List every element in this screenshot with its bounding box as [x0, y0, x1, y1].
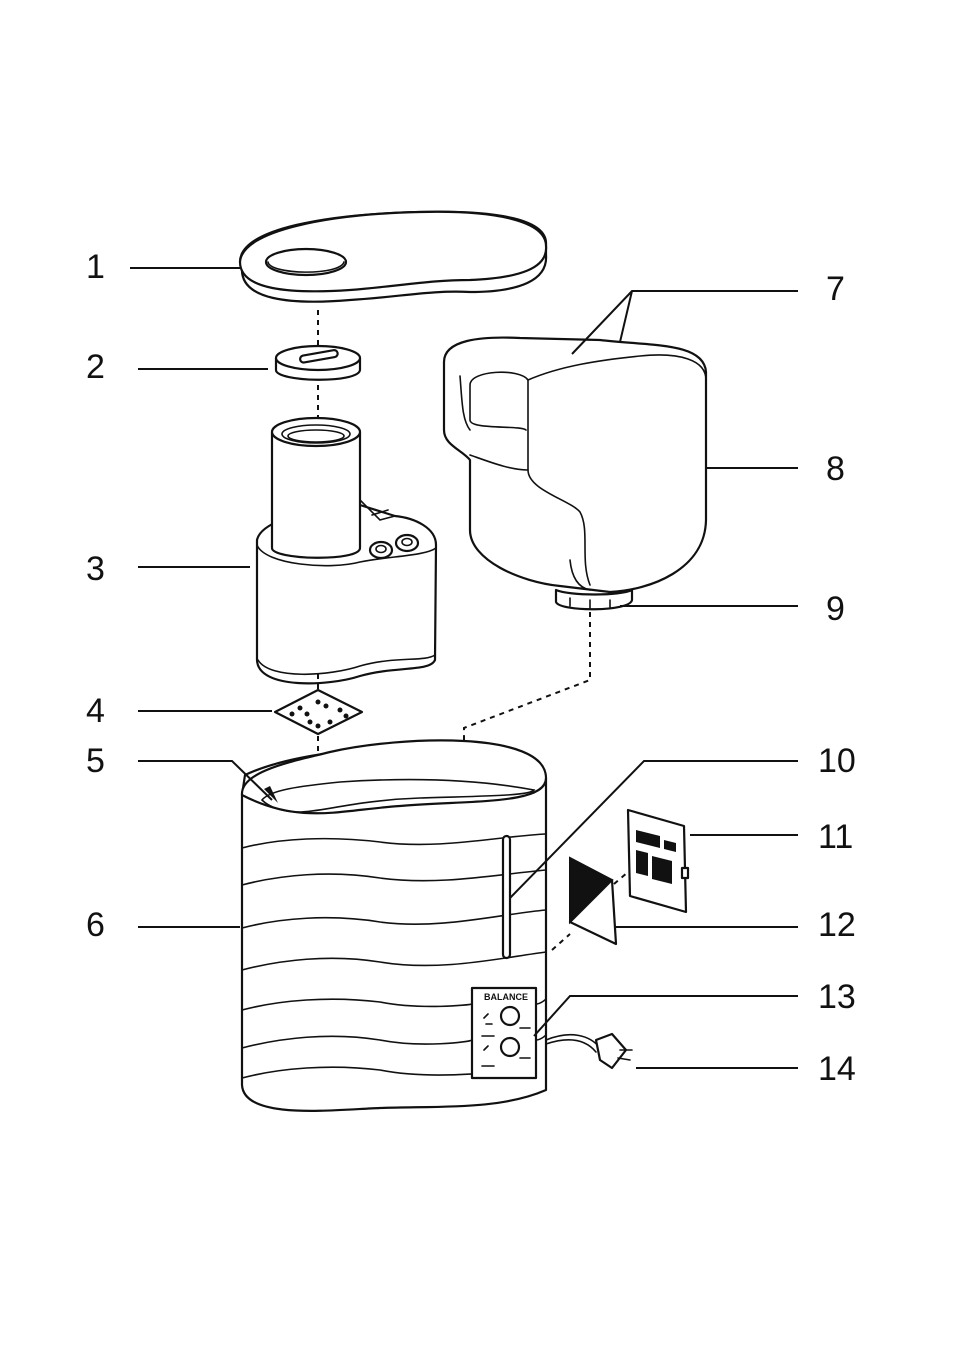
part-cap [276, 346, 360, 380]
callout-2: 2 [86, 348, 105, 386]
callout-8: 8 [826, 450, 845, 488]
connector-cartridge-card [614, 872, 628, 884]
callout-10: 10 [818, 742, 856, 780]
leader-13 [534, 996, 798, 1036]
callout-14: 14 [818, 1050, 856, 1088]
callout-1: 1 [86, 248, 105, 286]
callout-11: 11 [818, 818, 853, 856]
part-base: BALANCE [242, 740, 632, 1110]
callout-13: 13 [818, 978, 856, 1016]
part-filter-card [628, 810, 688, 912]
callout-7: 7 [826, 270, 845, 308]
part-cover [444, 338, 706, 610]
humidity-knob[interactable] [501, 1007, 519, 1025]
callout-5: 5 [86, 742, 105, 780]
control-panel-brand: BALANCE [484, 992, 528, 1002]
power-knob[interactable] [501, 1038, 519, 1056]
part-water-tank [257, 418, 436, 683]
part-filter-pad [275, 690, 362, 734]
callout-4: 4 [86, 692, 105, 730]
callout-6: 6 [86, 906, 105, 944]
callout-9: 9 [826, 590, 845, 628]
part-lid [240, 212, 546, 302]
part-cartridge [570, 858, 616, 944]
callout-3: 3 [86, 550, 105, 588]
callout-12: 12 [818, 906, 856, 944]
connector-cartridge-base [552, 934, 570, 950]
